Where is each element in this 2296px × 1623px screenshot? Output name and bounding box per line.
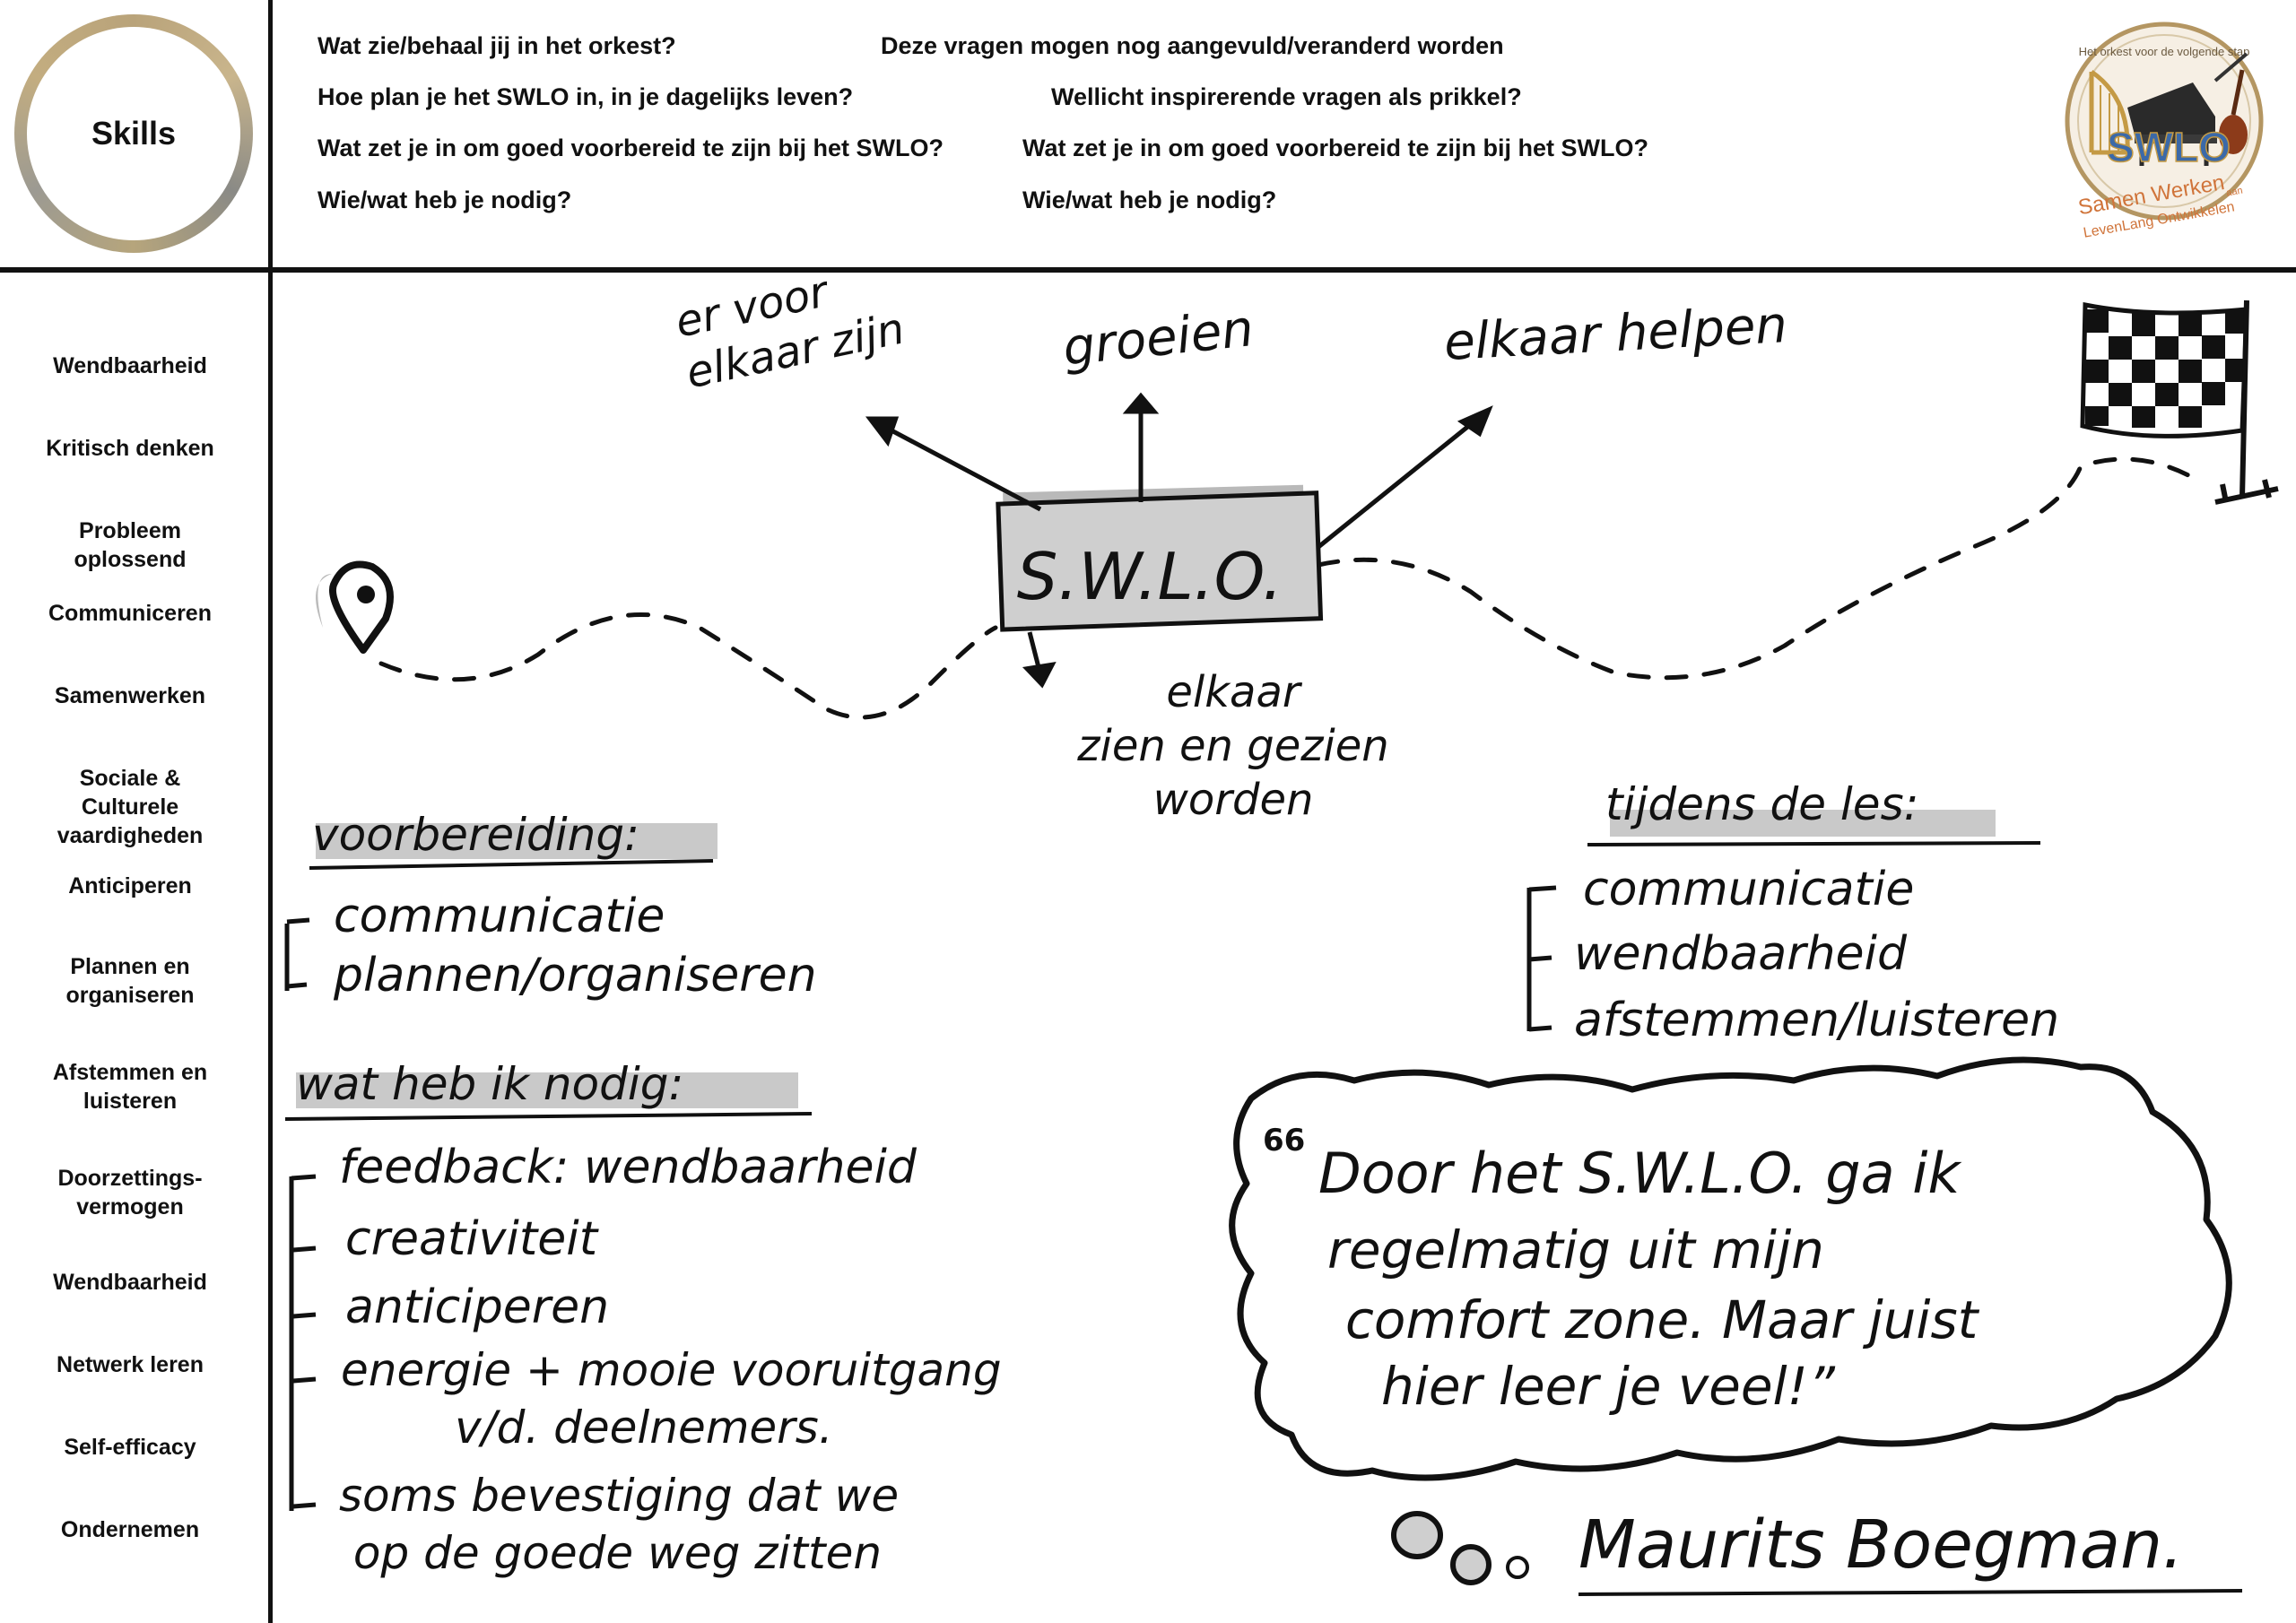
skill-plannen-organiseren: Plannen en organiseren [65, 954, 195, 1008]
voorbereiding-item-2: plannen/organiseren [334, 949, 817, 1002]
quote-author: Maurits Boegman. [1578, 1506, 2184, 1584]
label-elkaar-zien: elkaar zien en gezien worden [1077, 667, 1389, 825]
nodig-item-5: soms bevestiging dat we op de goede weg … [339, 1470, 900, 1579]
tijdens-item-2: wendbaarheid [1574, 927, 1908, 981]
question-right-1: Wat zet je in om goed voorbereid te zijn… [1022, 135, 1649, 161]
piano-icon [2127, 82, 2217, 166]
arrow-left [873, 419, 1042, 512]
skill-samenwerken: Samenwerken [54, 683, 206, 708]
voorbereiding-item-1: communicatie [334, 890, 665, 943]
skill-communiceren: Communiceren [48, 601, 212, 626]
question-2: Hoe plan je het SWLO in, in je dagelijks… [317, 83, 854, 110]
skill-anticiperen: Anticiperen [68, 873, 192, 898]
skill-sociale-culturele: Sociale & Culturele vaardigheden [57, 766, 204, 848]
arrow-right [1317, 415, 1482, 549]
quote-line-4: hier leer je veel!” [1381, 1356, 1835, 1417]
section-nodig-title: wat heb ik nodig: [296, 1058, 684, 1110]
skills-title: Skills [91, 115, 177, 152]
nodig-item-2: creativiteit [345, 1212, 598, 1266]
skill-wendbaarheid-2: Wendbaarheid [53, 1270, 207, 1295]
section-voorbereiding-title: voorbereiding: [312, 809, 639, 861]
swlo-center-box: S.W.L.O. [996, 484, 1324, 632]
tijdens-item-1: communicatie [1583, 863, 1915, 916]
thought-bubbles [1391, 1511, 1529, 1585]
arrows [865, 392, 1493, 689]
center-label: S.W.L.O. [1017, 539, 1283, 614]
harp-icon [2089, 69, 2130, 155]
tijdens-item-3: afstemmen/luisteren [1574, 994, 2060, 1047]
skills-ring [14, 14, 253, 253]
question-4: Wie/wat heb je nodig? [317, 187, 572, 213]
logo-top-text: Het orkest voor de volgende stap [2079, 45, 2250, 58]
skill-self-efficacy: Self-efficacy [64, 1435, 196, 1460]
quote-open-mark: 66 [1263, 1123, 1306, 1159]
nodig-item-4: energie + mooie vooruitgang v/d. deelnem… [341, 1344, 1002, 1454]
inspiring-questions-label: Wellicht inspirerende vragen als prikkel… [1051, 83, 1522, 110]
logo-name: SWLO [2107, 124, 2231, 170]
skill-probleem-oplossend: Probleem oplossend [74, 518, 187, 572]
finish-flag-icon [2080, 299, 2279, 505]
dashed-path [378, 456, 2191, 720]
question-3: Wat zet je in om goed voorbereid te zijn… [317, 135, 944, 161]
skill-ondernemen: Ondernemen [60, 1517, 200, 1542]
question-right-2: Wie/wat heb je nodig? [1022, 187, 1277, 213]
quote-line-2: regelmatig uit mijn [1327, 1219, 1824, 1280]
header-divider [0, 267, 2296, 273]
section-tijdens-title: tijdens de les: [1605, 778, 1919, 830]
swlo-logo: Het orkest voor de volgende stap SWLO Sa… [2065, 22, 2264, 241]
skill-wendbaarheid: Wendbaarheid [53, 353, 207, 378]
question-1: Wat zie/behaal jij in het orkest? [317, 32, 676, 59]
list-brackets [284, 885, 1557, 1511]
skill-doorzettingsvermogen: Doorzettings- vermogen [57, 1166, 203, 1219]
nodig-item-1: feedback: wendbaarheid [339, 1141, 917, 1194]
flute-icon [2213, 52, 2248, 82]
quote-line-3: comfort zone. Maar juist [1345, 1289, 1979, 1350]
location-pin-icon [316, 560, 394, 654]
section-decorations [284, 810, 2041, 1121]
questions-note: Deze vragen mogen nog aangevuld/verander… [881, 32, 1504, 59]
sidebar-divider [268, 0, 273, 1623]
skill-afstemmen-luisteren: Afstemmen en luisteren [52, 1060, 208, 1114]
skill-kritisch-denken: Kritisch denken [46, 436, 214, 461]
thought-cloud [1229, 1056, 2232, 1481]
quote-line-1: Door het S.W.L.O. ga ik [1318, 1141, 1961, 1206]
author-underline [1578, 1589, 2243, 1596]
logo-tagline-small: aan [2225, 186, 2243, 199]
nodig-item-3: anticiperen [345, 1280, 610, 1334]
violin-icon [2219, 69, 2248, 154]
skill-netwerk-leren: Netwerk leren [57, 1352, 204, 1377]
